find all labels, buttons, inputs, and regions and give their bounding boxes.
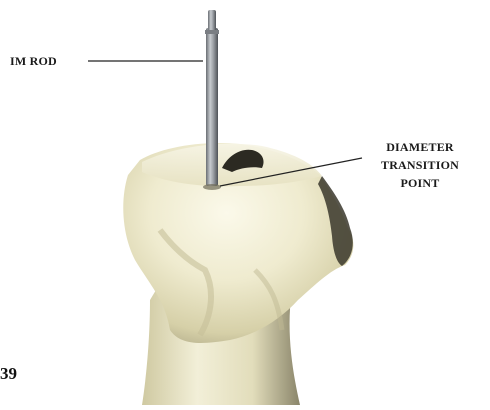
im-rod-collar <box>205 30 219 34</box>
figure-number: 39 <box>0 364 17 384</box>
diameter-transition-label-line: POINT <box>360 174 480 192</box>
rod-entry-point <box>203 184 221 190</box>
diameter-transition-label-line: DIAMETER <box>360 138 480 156</box>
diameter-transition-label-line: TRANSITION <box>360 156 480 174</box>
im-rod-tip <box>208 10 216 32</box>
im-rod <box>206 28 218 186</box>
diameter-transition-label: DIAMETER TRANSITION POINT <box>360 138 480 192</box>
im-rod-label: IM ROD <box>10 54 57 69</box>
